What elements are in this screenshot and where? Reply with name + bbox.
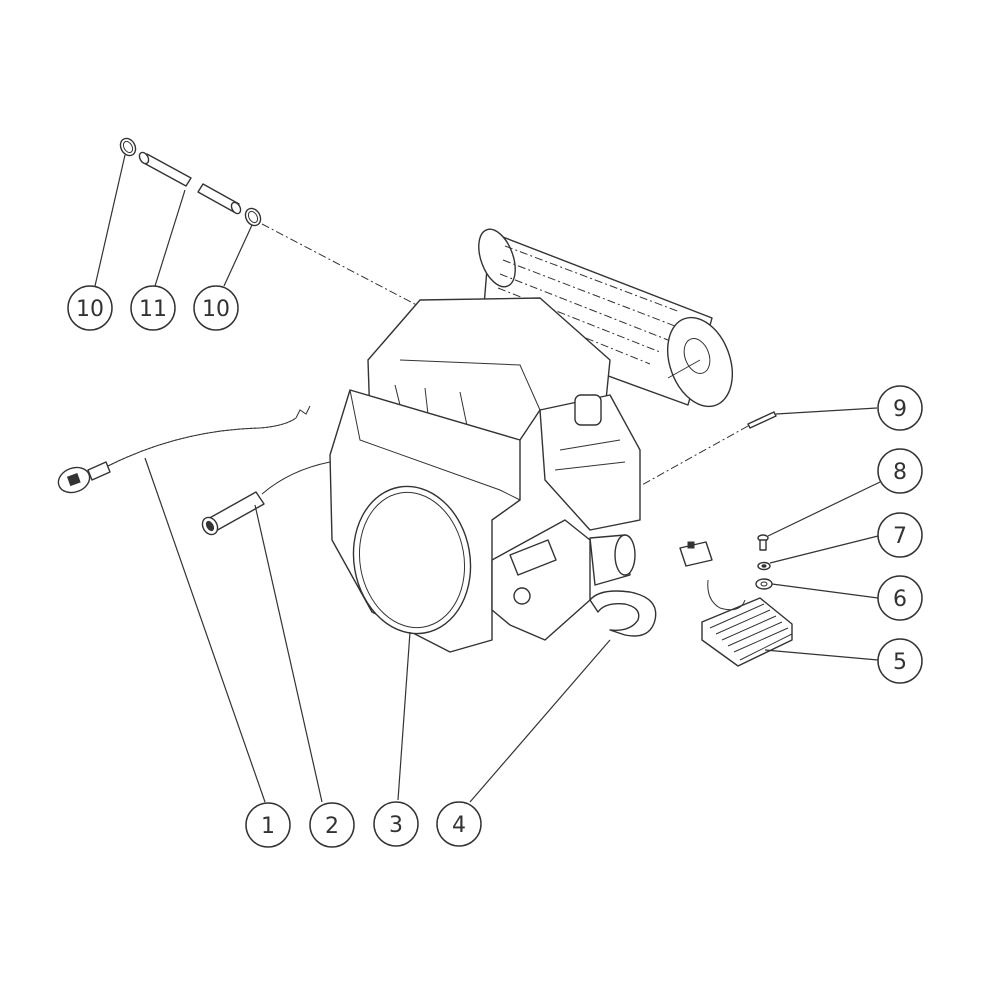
hose-clamp-bottom [244, 207, 262, 227]
leader-3 [397, 631, 411, 801]
fuel-shutoff-cable [201, 461, 331, 536]
hose-assembly-path [261, 223, 431, 313]
callout-7: 7 [877, 512, 923, 558]
svg-text:5: 5 [893, 650, 907, 675]
leader-5 [764, 649, 879, 661]
callout-8: 8 [877, 448, 923, 494]
cotter-pin [747, 411, 777, 429]
leader-10b [223, 224, 253, 287]
callout-2: 2 [309, 802, 355, 848]
voltage-regulator [679, 541, 793, 667]
callout-11: 11 [130, 285, 176, 331]
svg-text:6: 6 [893, 587, 907, 612]
callout-10-right: 10 [193, 285, 239, 331]
leader-7 [769, 535, 879, 564]
leader-2 [254, 504, 323, 803]
fuel-hose [138, 151, 242, 215]
svg-text:9: 9 [893, 397, 907, 422]
control-cable [57, 405, 311, 494]
pin-assembly-path [639, 425, 749, 487]
callout-10-left: 10 [67, 285, 113, 331]
oil-drain-hose [589, 590, 657, 637]
leader-6 [771, 583, 879, 599]
svg-text:10: 10 [202, 297, 230, 322]
svg-text:1: 1 [261, 814, 275, 839]
mounting-screw [757, 534, 769, 551]
svg-text:11: 11 [139, 297, 167, 322]
hose-clamp-top [119, 137, 137, 157]
callout-1: 1 [245, 802, 291, 848]
svg-text:7: 7 [893, 524, 907, 549]
leader-10a [94, 154, 126, 287]
svg-text:2: 2 [325, 814, 339, 839]
callout-4: 4 [436, 801, 482, 847]
callout-5: 5 [877, 638, 923, 684]
flat-washer [755, 578, 773, 590]
lock-washer [757, 561, 771, 571]
leader-8 [767, 481, 881, 537]
svg-text:3: 3 [389, 813, 403, 838]
svg-text:10: 10 [76, 297, 104, 322]
leader-11 [154, 189, 186, 287]
leader-1 [144, 457, 266, 803]
callout-3: 3 [373, 801, 419, 847]
callout-6: 6 [877, 575, 923, 621]
engine-assembly [329, 228, 733, 653]
leader-9 [775, 407, 878, 415]
svg-text:8: 8 [893, 460, 907, 485]
callout-9: 9 [877, 385, 923, 431]
leader-4 [469, 639, 611, 803]
svg-text:4: 4 [452, 813, 466, 838]
